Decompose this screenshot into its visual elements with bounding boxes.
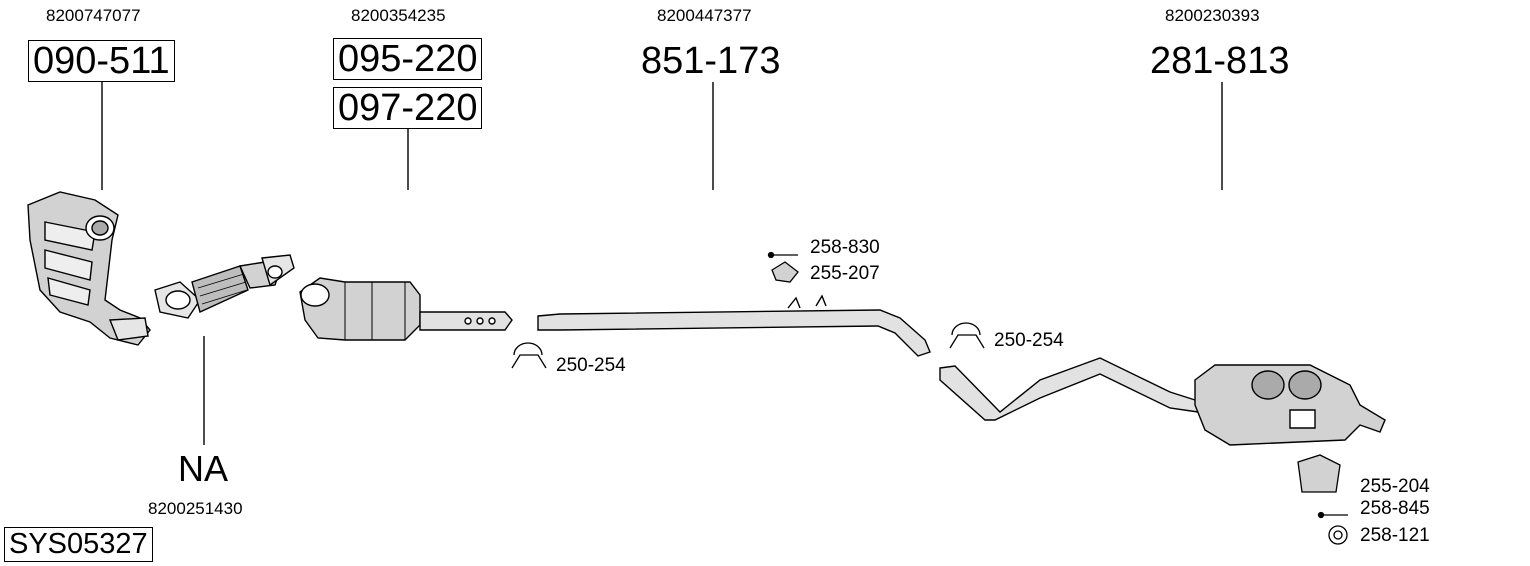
bolt-label-2[interactable]: 258-845 xyxy=(1360,498,1430,519)
part-number-281-813[interactable]: 281-813 xyxy=(1150,40,1290,82)
bracket-label-2[interactable]: 255-204 xyxy=(1360,476,1430,497)
oem-number-1: 8200747077 xyxy=(46,6,141,25)
catalytic-converter-manifold-drawing xyxy=(27,191,151,346)
part-number-851-173[interactable]: 851-173 xyxy=(641,40,781,82)
flex-pipe-oem-number: 8200251430 xyxy=(148,499,243,518)
bolt-label-1[interactable]: 258-830 xyxy=(810,237,880,258)
system-code: SYS05327 xyxy=(4,527,153,563)
clamp-label-2[interactable]: 250-254 xyxy=(994,330,1064,351)
intermediate-pipe-drawing xyxy=(537,294,931,357)
rubber-mount-label-1[interactable]: 255-207 xyxy=(810,263,880,284)
part-number-097-220[interactable]: 097-220 xyxy=(333,87,483,129)
flex-pipe-label: NA xyxy=(178,448,229,489)
particulate-filter-drawing xyxy=(299,277,513,341)
clamp-label-1[interactable]: 250-254 xyxy=(556,355,626,376)
rear-silencer-drawing xyxy=(939,357,1386,446)
flexible-pipe-drawing xyxy=(154,254,295,319)
oem-number-2: 8200354235 xyxy=(351,6,446,25)
washer-label-2[interactable]: 258-121 xyxy=(1360,525,1430,546)
part-number-090-511[interactable]: 090-511 xyxy=(28,40,175,82)
oem-number-3: 8200447377 xyxy=(657,6,752,25)
oem-number-4: 8200230393 xyxy=(1165,6,1260,25)
hardware-drawings xyxy=(511,251,1348,545)
part-number-095-220[interactable]: 095-220 xyxy=(333,38,483,80)
